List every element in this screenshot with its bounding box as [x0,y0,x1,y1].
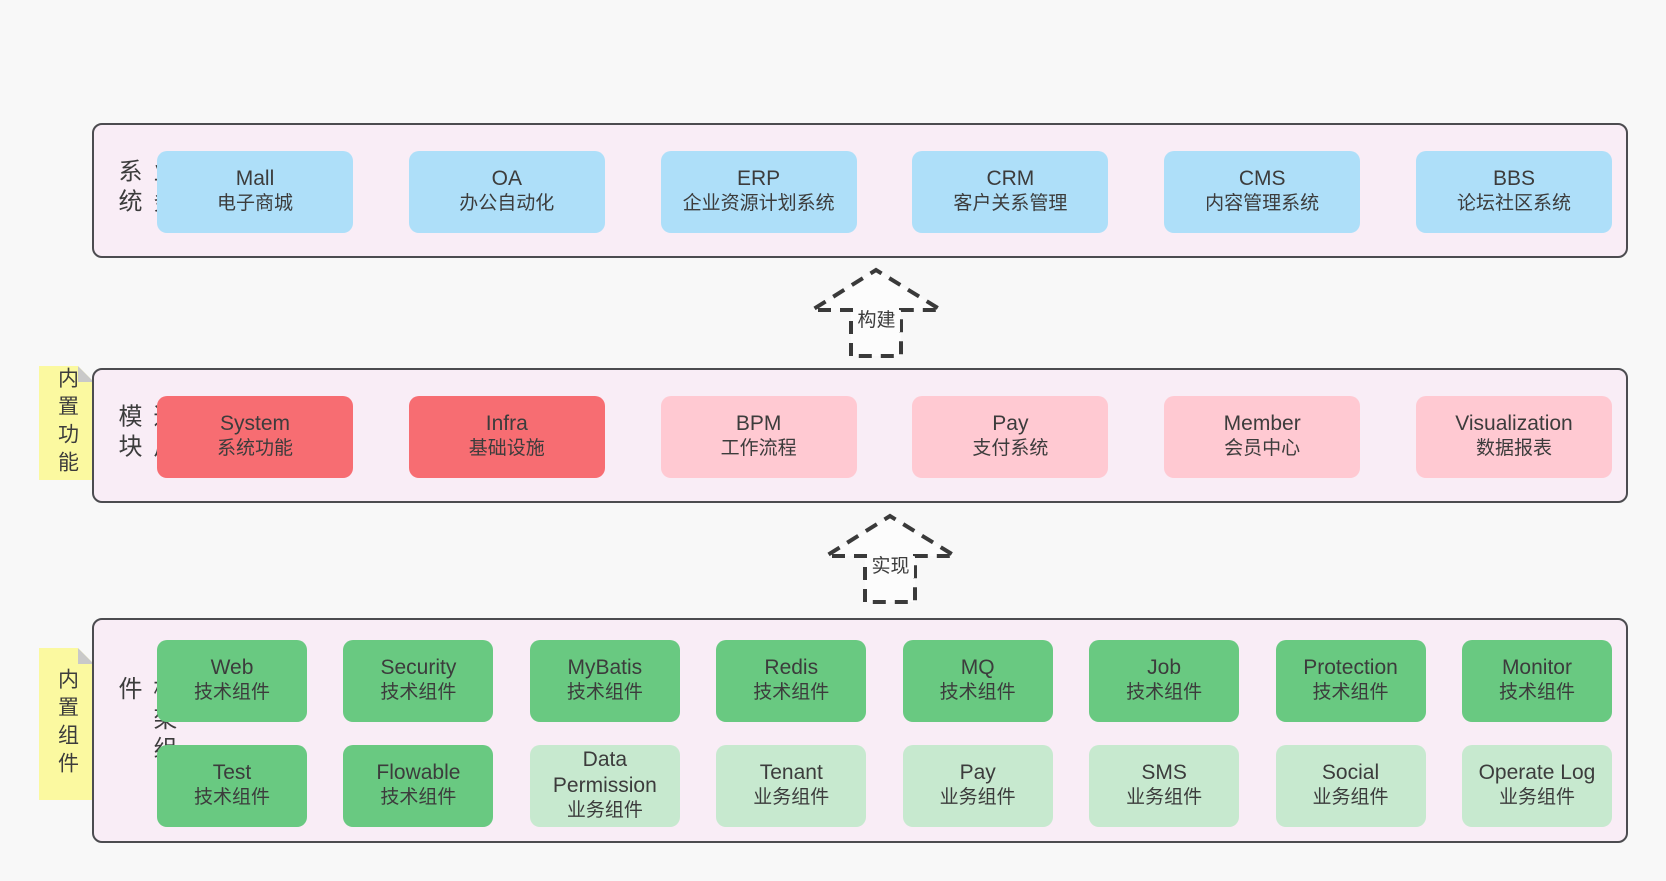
box-desc: 企业资源计划系统 [682,193,835,215]
box-tenant: Tenant 业务组件 [716,745,867,827]
box-name: SMS [1141,760,1187,784]
box-desc: 内容管理系统 [1205,193,1320,215]
box-name: CMS [1238,166,1286,190]
box-desc: 系统功能 [216,438,293,460]
box-desc: 论坛社区系统 [1456,193,1571,215]
business-box-row: Mall 电子商城 OA 办公自动化 ERP 企业资源计划系统 CRM 客户关系… [157,151,1612,233]
box-oa: OA 办公自动化 [408,151,605,233]
box-name: MyBatis [567,655,643,679]
box-desc: 业务组件 [753,787,830,809]
band-business-systems: 业务系统 Mall 电子商城 OA 办公自动化 ERP 企业资源计划系统 CRM… [92,123,1628,258]
box-desc: 业务组件 [1126,787,1203,809]
box-desc: 业务组件 [1312,787,1389,809]
arrow-build-label: 构建 [853,310,900,332]
box-desc: 支付系统 [972,438,1049,460]
box-desc: 技术组件 [380,682,457,704]
box-job: Job 技术组件 [1089,640,1240,722]
box-name: CRM [986,166,1035,190]
box-name: BBS [1492,166,1535,190]
box-monitor: Monitor 技术组件 [1461,640,1612,722]
box-protection: Protection 技术组件 [1275,640,1426,722]
components-box-row-2: Test 技术组件 Flowable 技术组件 Data Permission … [157,745,1612,827]
box-data-permission: Data Permission 业务组件 [529,745,680,827]
box-security: Security 技术组件 [343,640,494,722]
box-test: Test 技术组件 [157,745,307,827]
box-name: Security [380,655,457,679]
box-desc: 业务组件 [1498,787,1575,809]
box-visualization: Visualization 数据报表 [1415,396,1612,478]
box-name: MQ [960,655,995,679]
box-name: Member [1223,411,1301,435]
box-system: System 系统功能 [157,396,353,478]
box-desc: 电子商城 [216,193,293,215]
box-desc: 技术组件 [380,787,457,809]
box-name: Test [212,760,252,784]
sticky-label: 内置功能 [55,367,79,479]
box-social: Social 业务组件 [1275,745,1426,827]
box-operate-log: Operate Log 业务组件 [1461,745,1612,827]
box-sms: SMS 业务组件 [1089,745,1240,827]
box-name: Pay [959,760,996,784]
sticky-note-builtin-features: 内置功能 [39,366,94,480]
box-name: Protection [1303,655,1398,679]
arrow-build: 构建 [805,266,949,358]
box-name: Tenant [759,760,823,784]
modules-box-row: System 系统功能 Infra 基础设施 BPM 工作流程 Pay 支付系统… [157,396,1612,478]
box-name: ERP [737,166,781,190]
box-name: Job [1147,655,1182,679]
box-web: Web 技术组件 [157,640,307,722]
box-desc: 会员中心 [1224,438,1301,460]
box-mq: MQ 技术组件 [902,640,1053,722]
box-bpm: BPM 工作流程 [660,396,857,478]
box-pay-component: Pay 业务组件 [902,745,1053,827]
box-desc: 客户关系管理 [953,193,1068,215]
box-desc: 技术组件 [1126,682,1203,704]
box-desc: 技术组件 [193,787,270,809]
box-desc: 技术组件 [193,682,270,704]
arrow-implement: 实现 [819,512,963,604]
box-desc: 工作流程 [720,438,797,460]
box-desc: 基础设施 [468,438,545,460]
box-crm: CRM 客户关系管理 [912,151,1109,233]
box-name: Web [210,655,254,679]
box-name: System [219,411,290,435]
box-name: Infra [485,411,528,435]
box-desc: 办公自动化 [459,193,555,215]
box-name: Visualization [1455,411,1573,435]
box-name: OA [491,166,522,190]
box-redis: Redis 技术组件 [716,640,867,722]
box-desc: 业务组件 [566,800,643,822]
box-flowable: Flowable 技术组件 [343,745,494,827]
box-name: Monitor [1501,655,1572,679]
box-infra: Infra 基础设施 [408,396,605,478]
box-name: Mall [235,166,275,190]
arrow-implement-label: 实现 [867,556,914,578]
box-desc: 技术组件 [1312,682,1389,704]
box-desc: 技术组件 [1498,682,1575,704]
box-mall: Mall 电子商城 [157,151,353,233]
sticky-note-builtin-components: 内置组件 [39,648,94,800]
box-bbs: BBS 论坛社区系统 [1415,151,1612,233]
box-desc: 业务组件 [939,787,1016,809]
sticky-label: 内置组件 [55,668,79,780]
box-desc: 技术组件 [566,682,643,704]
box-desc: 数据报表 [1475,438,1552,460]
box-desc: 技术组件 [939,682,1016,704]
box-name: Data Permission [552,747,657,797]
box-name: Flowable [376,760,461,784]
band-framework-components: 框架组件 Web 技术组件 Security 技术组件 MyBatis 技术组件… [92,618,1628,843]
box-pay: Pay 支付系统 [912,396,1109,478]
box-name: Pay [992,411,1029,435]
box-name: Operate Log [1478,760,1596,784]
band-common-modules: 通用模块 System 系统功能 Infra 基础设施 BPM 工作流程 Pay… [92,368,1628,503]
box-name: BPM [735,411,782,435]
box-erp: ERP 企业资源计划系统 [660,151,857,233]
box-name: Redis [764,655,819,679]
box-mybatis: MyBatis 技术组件 [529,640,680,722]
box-name: Social [1321,760,1380,784]
box-cms: CMS 内容管理系统 [1164,151,1361,233]
box-desc: 技术组件 [753,682,830,704]
components-box-row-1: Web 技术组件 Security 技术组件 MyBatis 技术组件 Redi… [157,640,1612,722]
box-member: Member 会员中心 [1164,396,1361,478]
